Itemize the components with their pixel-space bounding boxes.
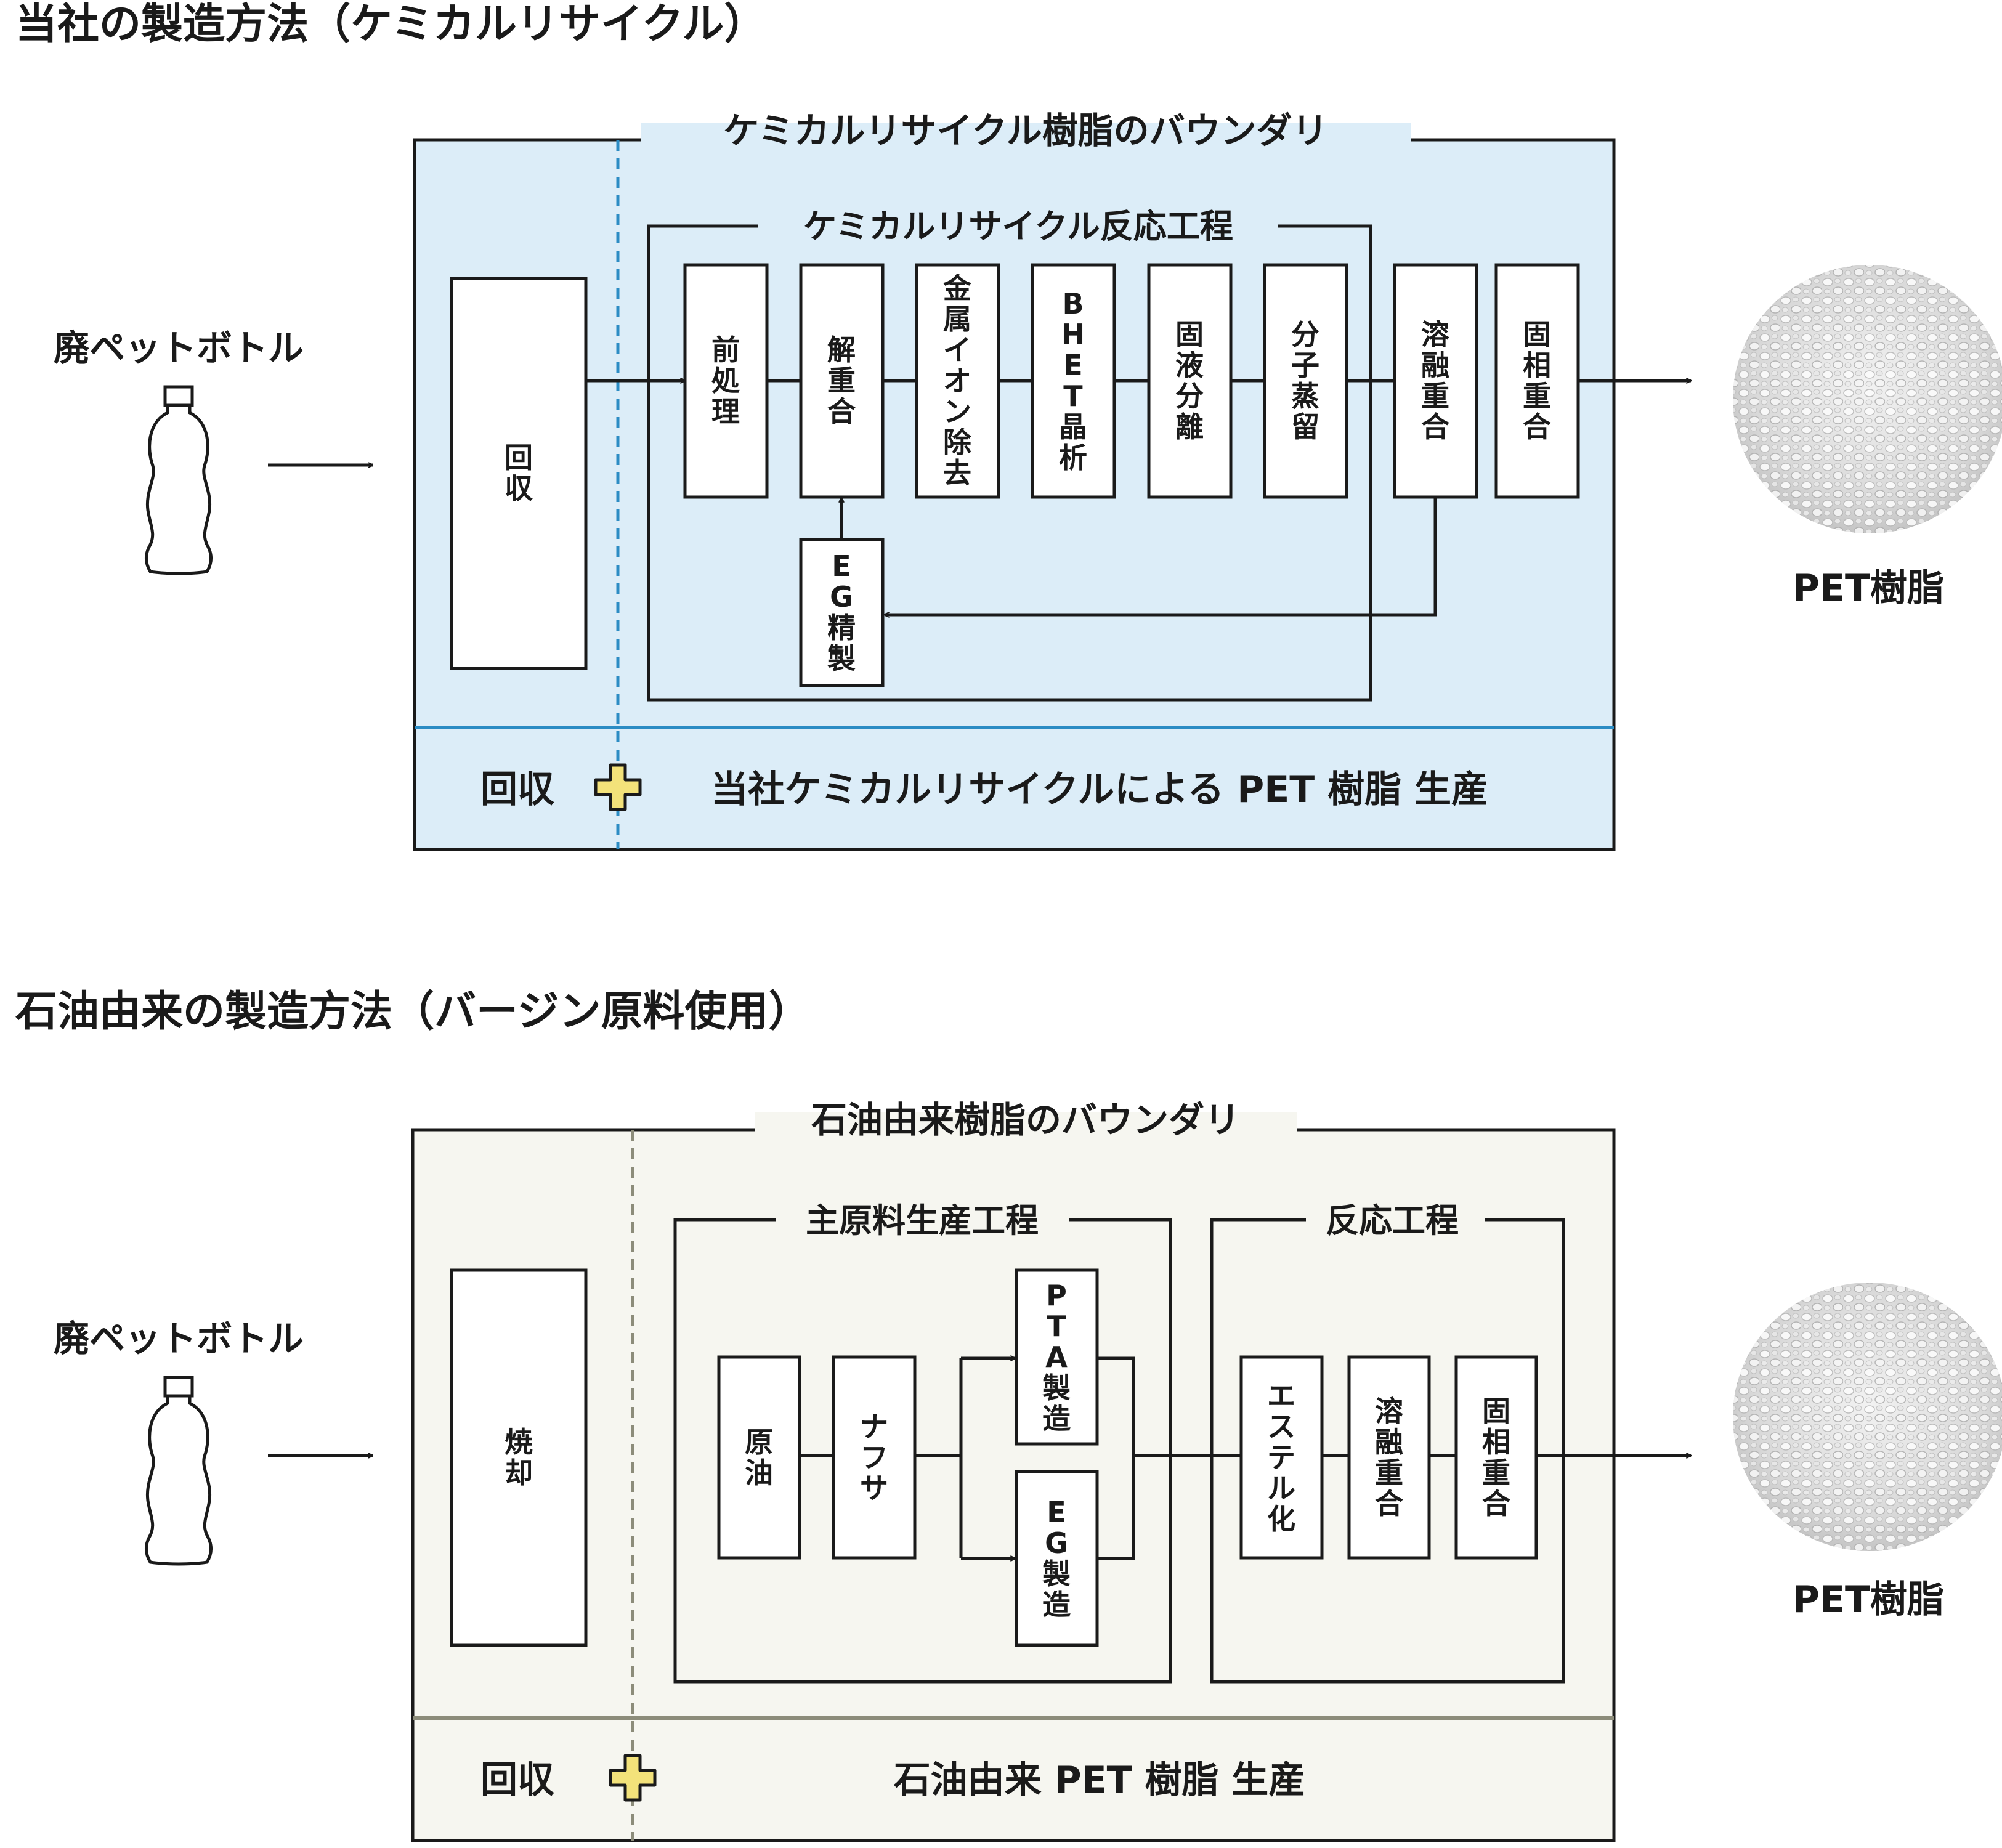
chemical-step-7: 溶融重合: [1395, 265, 1477, 497]
chemical-step-6: 分子蒸留: [1265, 265, 1347, 497]
step-label-crude-oil: 原油: [745, 1425, 773, 1489]
pellet-image-virgin: [1733, 1283, 2002, 1551]
chemical-step-5: 固液分離: [1149, 265, 1231, 497]
step-label-naphtha: ナフサ: [860, 1410, 888, 1505]
bottle-icon: [147, 387, 211, 573]
chemical-output-label: PET樹脂: [1793, 567, 1944, 610]
step-label-molecular-distillation: 分子蒸留: [1291, 318, 1319, 444]
step-label-depolymerization: 解重合: [827, 333, 856, 428]
virgin-output-label: PET樹脂: [1793, 1578, 1944, 1621]
chemical-source-label: 廃ペットボトル: [54, 327, 304, 369]
chemical-process-title: ケミカルリサイクル反応工程: [803, 207, 1233, 246]
virgin-incinerate-label: 焼却: [505, 1425, 533, 1489]
step-label-solid-state-polymerization: 固相重合: [1523, 318, 1551, 444]
step-label-solid-liquid-separation: 固液分離: [1175, 318, 1204, 444]
virgin-heading: 石油由来の製造方法（バージン原料使用）: [15, 987, 811, 1036]
step-label-metal-ion-removal: 金属イオン除去: [942, 272, 972, 490]
pellet-image-chemical: [1733, 265, 2002, 533]
chemical-bottom-left-label: 回収: [480, 768, 554, 811]
chemical-step-2: 解重合: [801, 265, 883, 497]
step-label-melt-polymerization: 溶融重合: [1421, 318, 1449, 444]
virgin-reaction-title: 反応工程: [1326, 1201, 1459, 1240]
step-label-melt-polymerization: 溶融重合: [1375, 1395, 1403, 1520]
virgin-material-title: 主原料生産工程: [806, 1201, 1039, 1240]
chemical-step-3: 金属イオン除去: [917, 265, 999, 497]
virgin-section: 石油由来の製造方法（バージン原料使用） 石油由来樹脂のバウンダリ 廃ペットボトル…: [15, 987, 2002, 1841]
virgin-bottom-right-label: 石油由来 PET 樹脂 生産: [894, 1759, 1306, 1802]
virgin-source-label: 廃ペットボトル: [54, 1318, 304, 1360]
virgin-bottom-left-label: 回収: [480, 1759, 554, 1802]
chemical-step-1: 前処理: [685, 265, 767, 497]
virgin-boundary-title: 石油由来樹脂のバウンダリ: [811, 1099, 1240, 1141]
chemical-section: 当社の製造方法（ケミカルリサイクル） ケミカルリサイクル樹脂のバウンダリ 廃ペッ…: [15, 0, 2002, 849]
bottle-icon: [147, 1377, 211, 1564]
step-label-pretreatment: 前処理: [711, 333, 740, 428]
chemical-collect-label: 回収: [505, 441, 533, 505]
chemical-boundary-title: ケミカルリサイクル樹脂のバウンダリ: [723, 110, 1327, 152]
chemical-bottom-right-label: 当社ケミカルリサイクルによる PET 樹脂 生産: [711, 768, 1488, 811]
chemical-heading: 当社の製造方法（ケミカルリサイクル）: [15, 0, 766, 49]
chemical-step-8: 固相重合: [1496, 265, 1578, 497]
step-label-esterification: エステル化: [1267, 1379, 1295, 1536]
step-label-solid-state-polymerization: 固相重合: [1482, 1395, 1510, 1520]
